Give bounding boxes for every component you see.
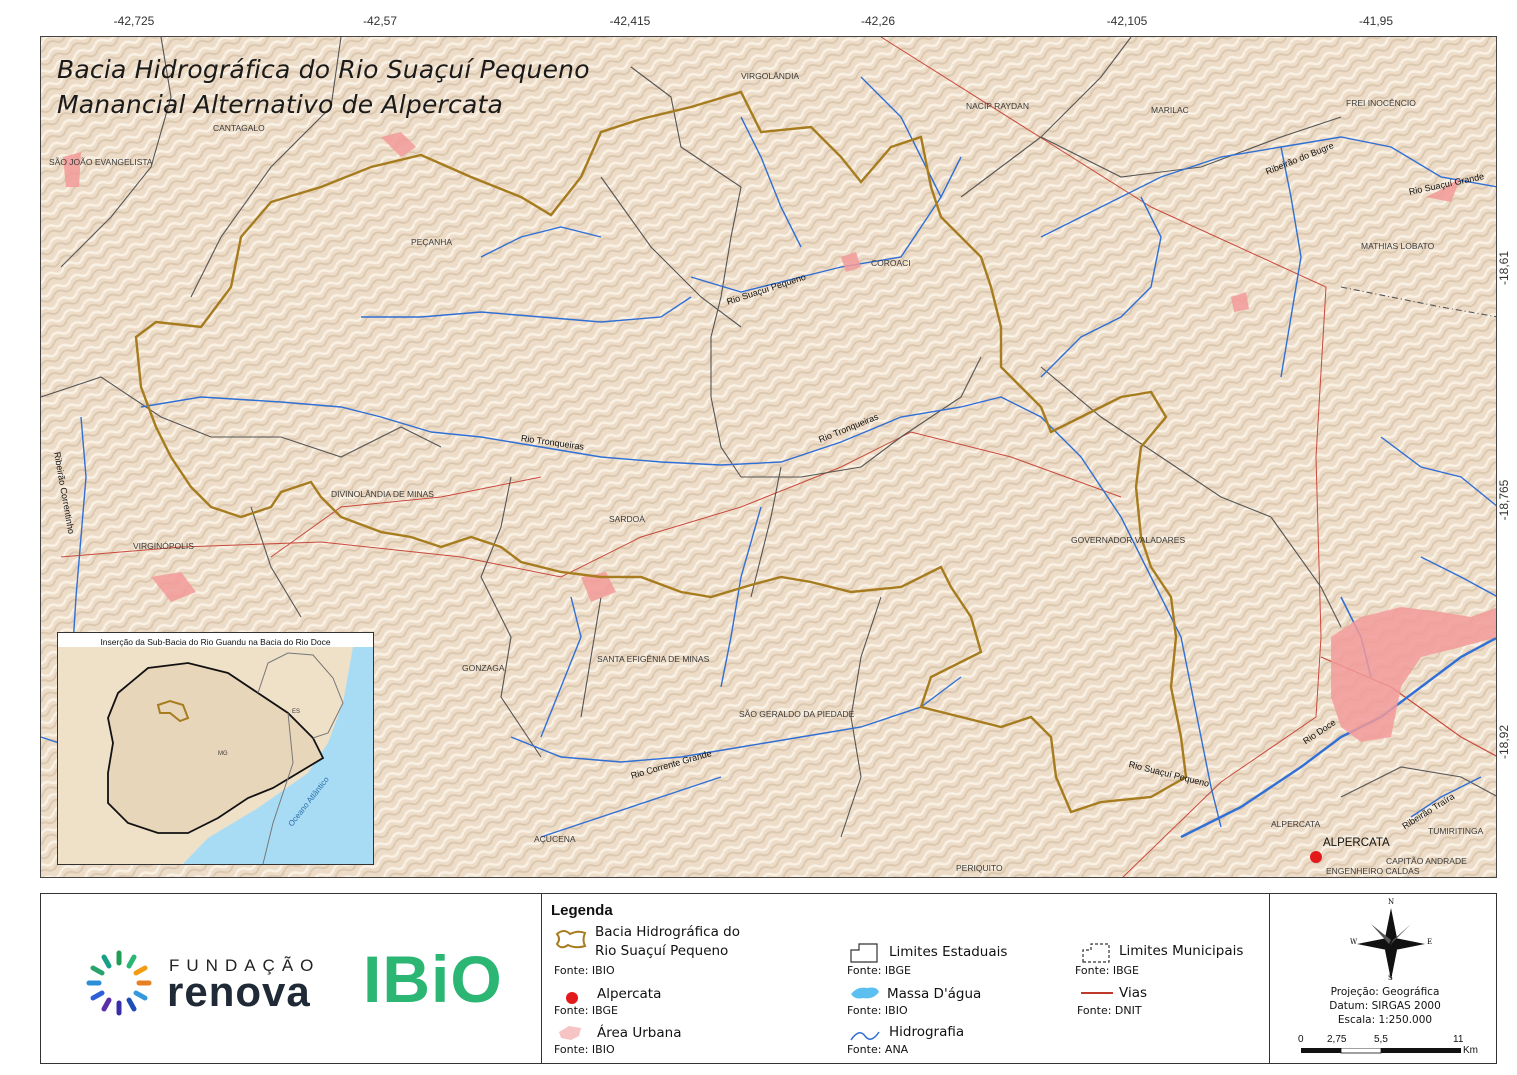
inset-canvas <box>58 647 373 864</box>
map-title: Bacia Hidrográfica do Rio Suaçuí Pequeno <box>57 55 590 84</box>
place-divinolandia: DIVINOLÂNDIA DE MINAS <box>331 489 434 499</box>
place-marilac: MARILAC <box>1151 105 1189 115</box>
urban-legend-icon <box>559 1026 581 1040</box>
scale-label: 11 <box>1453 1034 1464 1045</box>
fundacao-label: FUNDAÇÃO <box>169 956 321 975</box>
inset-rio-doce-basin <box>107 662 325 834</box>
top-tick: -42,725 <box>113 14 155 28</box>
legend-municipal-label: Limites Municipais <box>1119 943 1244 959</box>
north-arrow-icon <box>1357 908 1425 980</box>
basin-legend-icon <box>555 930 587 949</box>
right-tick: -18,61 <box>1497 250 1511 286</box>
inset-title: Inserção da Sub-Bacia do Rio Guandu na B… <box>100 637 331 647</box>
legend-hydro-source: Fonte: ANA <box>847 1043 909 1056</box>
legend-basin-label-2: Rio Suaçuí Pequeno <box>595 943 729 959</box>
legend-basin-source: Fonte: IBIO <box>554 964 615 977</box>
inset-es-label: ES <box>292 709 301 715</box>
scale-text: Escala: 1:250.000 <box>1337 1014 1433 1026</box>
water-legend-icon <box>851 987 879 999</box>
projection-text: Projeção: Geográfica <box>1330 986 1440 998</box>
place-tumiritinga: TUMIRITINGA <box>1428 826 1484 836</box>
roads-legend-icon <box>1081 992 1113 994</box>
place-periquito: PERIQUITO <box>956 863 1003 873</box>
map-subtitle: Manancial Alternativo de Alpercata <box>57 90 504 119</box>
place-capitao-andrade: CAPITÃO ANDRADE <box>1386 856 1467 866</box>
legend-urban-label: Área Urbana <box>597 1025 682 1041</box>
legend-municipal-source: Fonte: IBGE <box>1075 964 1139 977</box>
scale-label: 0 <box>1298 1034 1304 1045</box>
scale-label: 2,75 <box>1327 1034 1347 1045</box>
place-frei-inocencio: FREI INOCÊNCIO <box>1346 98 1416 108</box>
place-coroaci: COROACI <box>871 258 911 268</box>
right-tick: -18,765 <box>1497 479 1511 521</box>
ibio-logo: IBiO <box>363 942 503 1016</box>
legend-panel: FUNDAÇÃO renova IBiO Legenda Bacia Hidro… <box>40 893 1497 1064</box>
place-engenheiro-caldas: ENGENHEIRO CALDAS <box>1326 866 1420 876</box>
datum-text: Datum: SIRGAS 2000 <box>1329 1000 1441 1012</box>
inset-mg-label: MG <box>218 751 228 757</box>
state-limit-legend-icon <box>850 943 878 963</box>
place-virginopolis: VIRGINÓPOLIS <box>133 541 194 551</box>
place-alpercata-municipality: ALPERCATA <box>1271 819 1321 829</box>
inset-subbasin <box>156 699 190 723</box>
legend-hydro-label: Hidrografia <box>889 1024 965 1040</box>
renova-label: renova <box>167 968 311 1015</box>
place-virgolandia: VIRGOLÂNDIA <box>741 71 800 81</box>
hydro-legend-icon <box>850 1031 880 1041</box>
legend-basin-label: Bacia Hidrográfica do <box>595 924 740 940</box>
compass-w: W <box>1350 938 1358 946</box>
map-frame[interactable]: Bacia Hidrográfica do Rio Suaçuí Pequeno… <box>40 36 1497 878</box>
place-sardoa: SARDOÁ <box>609 514 645 524</box>
legend-alpercata-source: Fonte: IBGE <box>554 1004 618 1017</box>
top-tick: -42,415 <box>609 14 651 28</box>
inset-state-limit <box>257 652 344 739</box>
place-mathias-lobato: MATHIAS LOBATO <box>1361 241 1435 251</box>
legend-divider <box>1269 894 1270 1063</box>
place-sao-joao: SÃO JOÃO EVANGELISTA <box>49 157 153 167</box>
place-santa-efigenia: SANTA EFIGÊNIA DE MINAS <box>597 654 710 664</box>
legend-water-source: Fonte: IBIO <box>847 1004 908 1017</box>
compass-n: N <box>1388 898 1395 906</box>
place-governador-valadares: GOVERNADOR VALADARES <box>1071 535 1186 545</box>
scale-label: 5,5 <box>1374 1034 1388 1045</box>
compass-s: S <box>1388 974 1393 982</box>
top-tick: -41,95 <box>1358 14 1394 28</box>
place-gonzaga: GONZAGA <box>462 663 505 673</box>
alpercata-point[interactable] <box>1310 851 1322 863</box>
alpercata-point-label: ALPERCATA <box>1323 837 1390 849</box>
scale-unit: Km <box>1463 1045 1478 1056</box>
legend-water-label: Massa D'água <box>887 986 982 1002</box>
legend-roads-source: Fonte: DNIT <box>1077 1004 1142 1017</box>
place-acucena: AÇUCENA <box>534 834 576 844</box>
urban-areas-layer <box>63 132 1496 742</box>
legend-title: Legenda <box>551 902 613 919</box>
legend-divider <box>541 894 542 1063</box>
inset-ocean <box>183 647 373 864</box>
inset-map[interactable]: Inserção da Sub-Bacia do Rio Guandu na B… <box>57 632 374 865</box>
renova-logo-icon <box>86 950 152 1016</box>
place-pecanha: PEÇANHA <box>411 237 453 247</box>
alpercata-legend-icon <box>566 992 578 1004</box>
legend-roads-label: Vias <box>1119 985 1147 1001</box>
right-tick: -18,92 <box>1497 724 1511 760</box>
basin-outline <box>134 90 1188 814</box>
place-cantagalo: CANTAGALO <box>213 123 265 133</box>
legend-state-label: Limites Estaduais <box>889 944 1008 960</box>
legend-alpercata-label: Alpercata <box>597 986 662 1002</box>
municipal-limit-legend-icon <box>1082 943 1110 963</box>
top-tick: -42,26 <box>860 14 896 28</box>
top-tick: -42,57 <box>362 14 398 28</box>
place-nacip-raydan: NACIP RAYDAN <box>966 101 1029 111</box>
legend-state-source: Fonte: IBGE <box>847 964 911 977</box>
compass-e: E <box>1427 938 1433 946</box>
legend-urban-source: Fonte: IBIO <box>554 1043 615 1056</box>
top-tick: -42,105 <box>1106 14 1148 28</box>
scale-bar <box>1301 1048 1461 1054</box>
place-sao-geraldo: SÃO GERALDO DA PIEDADE <box>739 709 855 719</box>
municipal-limits-layer <box>41 37 1496 838</box>
